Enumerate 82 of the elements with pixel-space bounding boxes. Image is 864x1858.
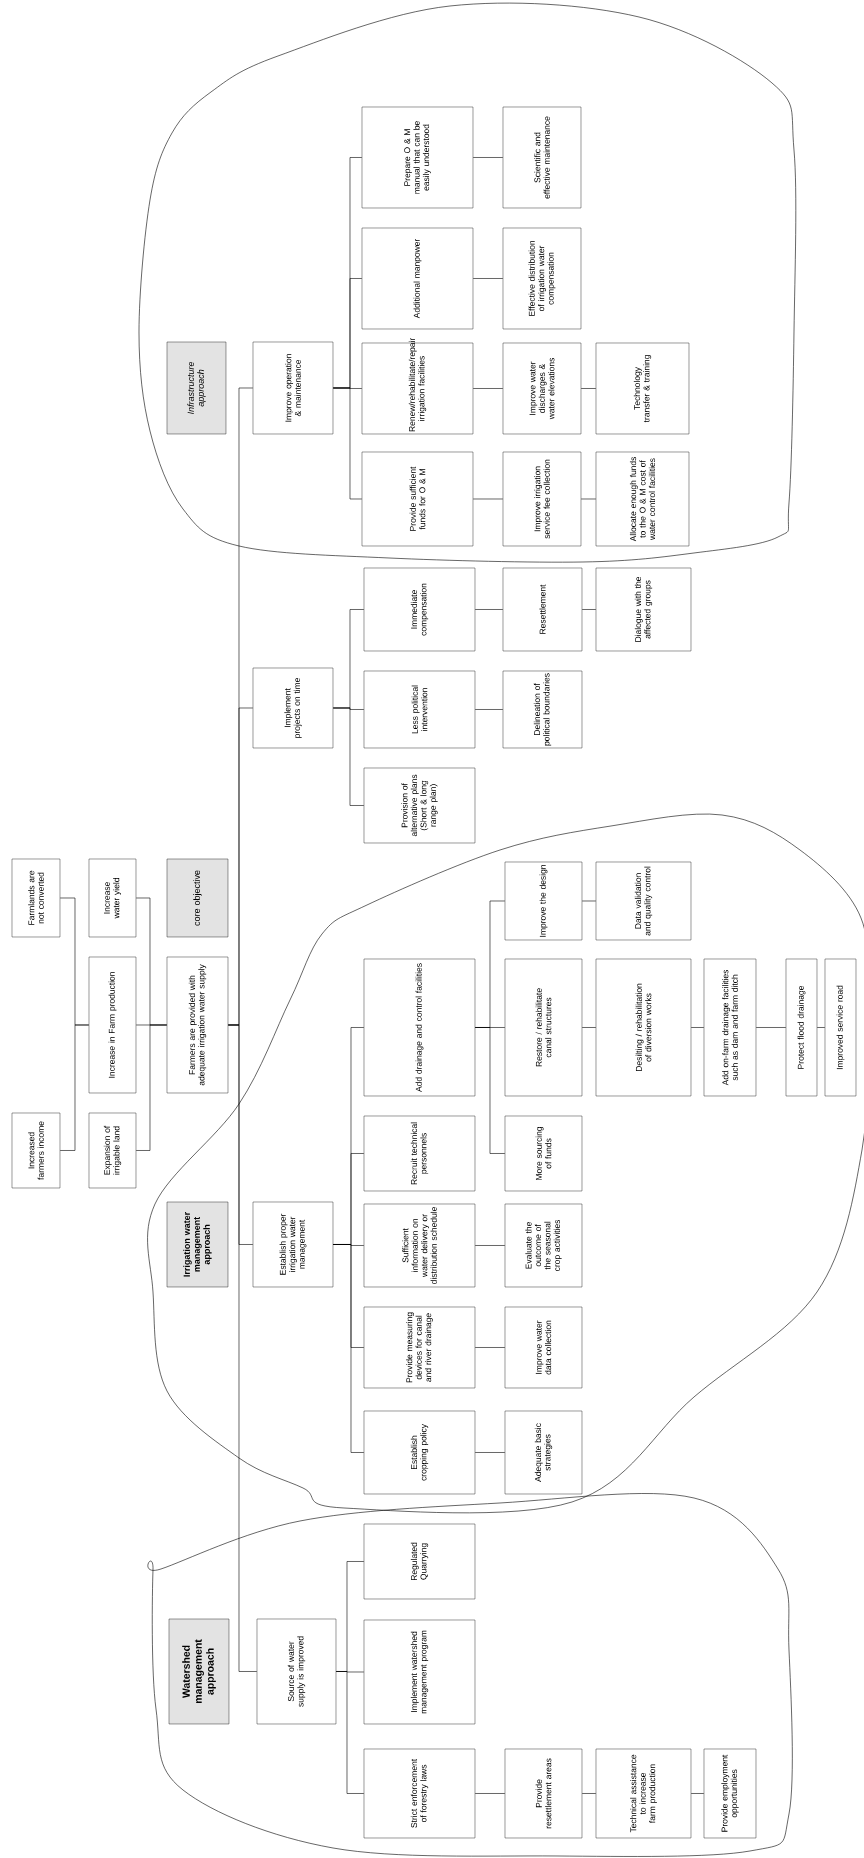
approach-box: Irrigation water management approach xyxy=(166,1201,229,1288)
objective-box: Less political intervention xyxy=(363,670,476,749)
approach-box: core objective xyxy=(166,858,229,938)
objective-box: Dialogue with the affected groups xyxy=(595,567,692,652)
connector-line xyxy=(474,1452,506,1453)
connector-line xyxy=(581,609,597,610)
objective-box: Improve water data collection xyxy=(504,1306,583,1389)
connector-line xyxy=(474,1793,506,1794)
connector-line xyxy=(580,498,597,500)
objective-box: Increased farmers income xyxy=(11,1112,61,1189)
objective-box: Establish proper irrigation water management xyxy=(252,1201,334,1288)
objective-box: Delineation of political boundaries xyxy=(502,670,583,749)
connector-line xyxy=(581,1027,597,1028)
connector-line xyxy=(690,1027,705,1028)
connector-line xyxy=(227,1024,258,1672)
objective-box: Increase water yield xyxy=(88,858,137,938)
objective-box: More sourcing of funds xyxy=(504,1115,583,1192)
connector-line xyxy=(332,387,363,500)
connector-line xyxy=(472,498,504,500)
objective-box: Immediate compensation xyxy=(363,567,476,652)
objective-box: Improve water discharges & water elevations xyxy=(502,342,582,435)
objective-box: Adequate basic strategies xyxy=(504,1410,583,1495)
objective-box: Improve operation & maintenance xyxy=(252,341,334,435)
objective-box: Evaluate the outcome of the seasonal crop activities xyxy=(504,1203,583,1288)
objective-box: Farmers are provided with adequate irrigation water supply xyxy=(166,956,229,1094)
objective-box: Technical assistance to increase farm production xyxy=(595,1748,692,1839)
approach-box: Infrastructure approach xyxy=(166,341,227,435)
connector-line xyxy=(474,1347,506,1348)
objective-box: Provide sufficient funds for O & M xyxy=(361,451,474,547)
objective-box: Implement projects on time xyxy=(252,667,334,749)
connector-line xyxy=(690,1793,705,1794)
objective-box: Establish cropping policy xyxy=(363,1410,476,1495)
objective-box: Source of water supply is improved xyxy=(256,1618,337,1725)
objective-box: Additional manpower xyxy=(361,227,474,330)
connector-line xyxy=(474,1027,506,1154)
objective-box: Provide measuring devices for canal and river drainage xyxy=(363,1306,476,1389)
connector-line xyxy=(474,1245,506,1246)
objective-box: Improve the design xyxy=(504,861,583,941)
approach-box: Watershed management approach xyxy=(168,1618,230,1725)
connector-line xyxy=(472,278,504,279)
objective-box: Resettlement xyxy=(502,567,583,652)
objective-box: Expansion of irrigable land xyxy=(88,1112,137,1189)
objective-box: Prepare O & M manual that can be easily understood xyxy=(361,106,474,209)
region-outline xyxy=(138,2,797,563)
objective-box: Provide employment opportunities xyxy=(703,1748,757,1839)
objective-box: Effective distribution of irrigation water compensation xyxy=(502,227,582,330)
objective-box: Implement watershed management program xyxy=(363,1619,476,1725)
connector-line xyxy=(474,609,504,610)
connector-line xyxy=(472,157,504,158)
objective-box: Scientific and effective maintenance xyxy=(502,106,582,209)
objective-box: Technology transfer & training xyxy=(595,342,690,435)
connector-line xyxy=(755,1027,787,1028)
objective-box: Renew/rehabilitate/repair irrigation facilities xyxy=(361,338,474,435)
objective-box: Recruit technical personnels xyxy=(363,1115,476,1192)
objective-box: Improve irrigation service fee collection xyxy=(502,451,582,547)
connector-line xyxy=(581,1793,597,1794)
connector-line xyxy=(580,388,597,389)
objective-box: Restore / rehabilitate canal structures xyxy=(504,958,583,1097)
region-outline xyxy=(147,1493,793,1857)
objective-box: Regulated Quarrying xyxy=(363,1523,476,1600)
connector-line xyxy=(581,900,597,902)
connector-line xyxy=(332,1244,365,1453)
connector-line xyxy=(332,707,365,806)
objective-box: Strict enforcement of forestry laws xyxy=(363,1748,476,1839)
objective-box: Sufficient information on water delivery or distribution schedule xyxy=(363,1203,476,1288)
objective-box: Data validation and quality control xyxy=(595,861,692,941)
objective-box: Provide resettlement areas xyxy=(504,1748,583,1839)
objective-box: Provision of alternative plans (Short & long range plan) xyxy=(363,767,476,844)
objective-box: Protect flood drainage xyxy=(785,958,818,1097)
objective-box: Add drainage and control facilities xyxy=(363,958,476,1097)
objective-box: Farmlands are not converted xyxy=(11,858,61,938)
connector-line xyxy=(59,1024,90,1151)
objective-box: Add on-farm drainage facilities such as dam and farm ditch xyxy=(703,958,757,1097)
connector-line xyxy=(816,1027,826,1028)
connector-line xyxy=(335,1671,365,1794)
objective-box: Desilting / rehabilitation of diversion works xyxy=(595,958,692,1097)
objective-box: Improved service road xyxy=(824,958,857,1097)
objective-box: Increase in Farm production xyxy=(88,956,137,1094)
objective-box: Allocate enough funds to the O & M cost of water control facilities xyxy=(595,451,690,547)
connector-line xyxy=(135,1024,168,1151)
connector-line xyxy=(472,388,504,389)
connector-line xyxy=(474,709,504,710)
